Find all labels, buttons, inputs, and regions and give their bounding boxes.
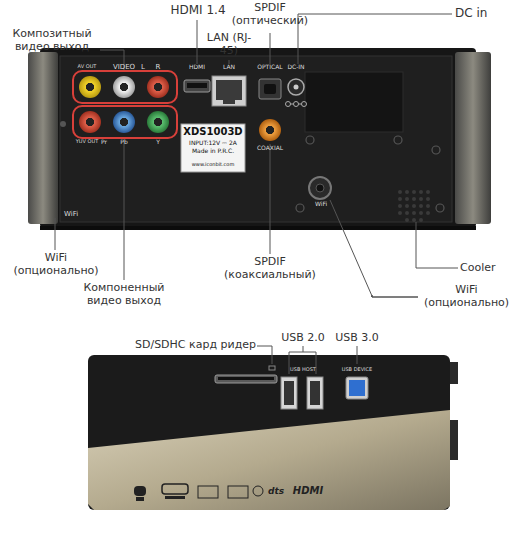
callout-text: USB 3.0 bbox=[330, 332, 384, 345]
panel-marking: COAXIAL bbox=[250, 145, 290, 152]
callout-text: DC in bbox=[455, 7, 515, 21]
panel-marking: OPTICAL bbox=[250, 64, 290, 71]
panel-marking: USB HOST bbox=[280, 367, 326, 373]
panel-marking: LAN bbox=[214, 64, 244, 71]
callout-text: Композитный видео выход bbox=[2, 28, 102, 53]
panel-marking: HDMI bbox=[182, 64, 212, 71]
sticker-text: INPUT:12V ⎓ 2A bbox=[181, 140, 245, 147]
callout-text: SPDIF (оптический) bbox=[228, 2, 312, 27]
callout-text: Cooler bbox=[460, 262, 514, 275]
panel-marking: YUV OUT bbox=[72, 139, 102, 145]
callout-text: Компоненный видео выход bbox=[74, 282, 174, 307]
callout-text: WiFi (опционально) bbox=[8, 252, 104, 277]
panel-marking: VIDEO bbox=[106, 63, 142, 71]
panel-marking: AV OUT bbox=[72, 64, 102, 70]
panel-marking: WiFi bbox=[64, 210, 94, 218]
panel-marking: Pr bbox=[96, 139, 112, 146]
panel-marking: Pb bbox=[116, 139, 132, 146]
panel-marking: DC-IN bbox=[281, 64, 311, 71]
callout-text: SPDIF (коаксиальный) bbox=[218, 256, 322, 281]
panel-marking: R bbox=[151, 63, 165, 71]
callout-text: USB 2.0 bbox=[276, 332, 330, 345]
callout-text: LAN (RJ-45) bbox=[200, 32, 258, 57]
panel-marking: WiFi bbox=[306, 201, 336, 208]
logo-text: dts bbox=[264, 486, 288, 496]
callout-text: WiFi (опционально) bbox=[418, 284, 515, 309]
panel-marking: L bbox=[136, 63, 150, 71]
panel-marking: USB DEVICE bbox=[334, 367, 380, 373]
sticker-text: Made in P.R.C. bbox=[181, 148, 245, 155]
model-name: XDS1003D bbox=[181, 126, 245, 138]
sticker-text: www.iconbit.com bbox=[181, 162, 245, 168]
callout-text: HDMI 1.4 bbox=[160, 4, 236, 18]
panel-marking: Y bbox=[150, 139, 166, 146]
logo-text: HDMI bbox=[288, 485, 328, 497]
callout-text: SD/SDHC кард ридер bbox=[100, 339, 256, 352]
